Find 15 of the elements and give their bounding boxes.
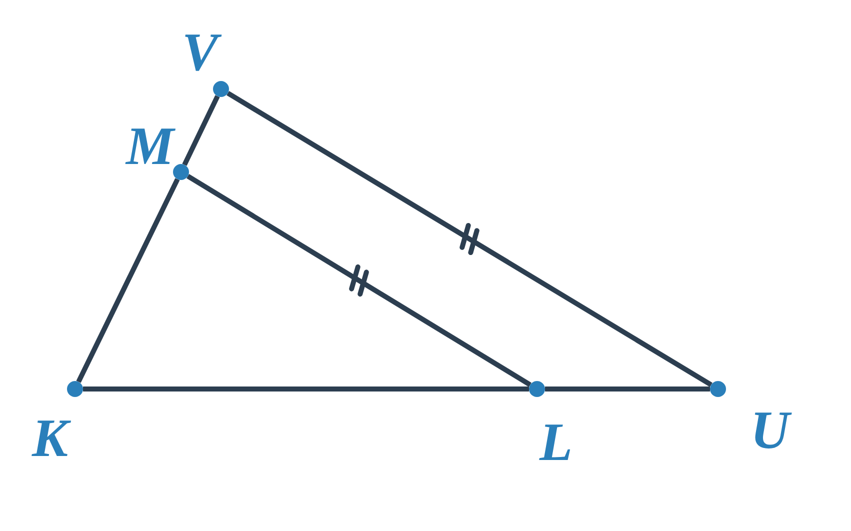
point-label: L — [540, 415, 572, 469]
line-segment — [186, 174, 532, 387]
point-dot — [173, 164, 189, 180]
point-dot — [529, 381, 545, 397]
line-segment — [545, 386, 710, 392]
point-label: U — [750, 403, 790, 457]
point-dot — [213, 81, 229, 97]
point-dot — [710, 381, 726, 397]
point-label: M — [126, 119, 174, 173]
line-segment — [226, 91, 712, 387]
line-segment — [182, 95, 220, 166]
line-segment — [76, 178, 180, 383]
line-segment — [83, 386, 529, 392]
point-label: K — [32, 411, 68, 465]
point-dot — [67, 381, 83, 397]
